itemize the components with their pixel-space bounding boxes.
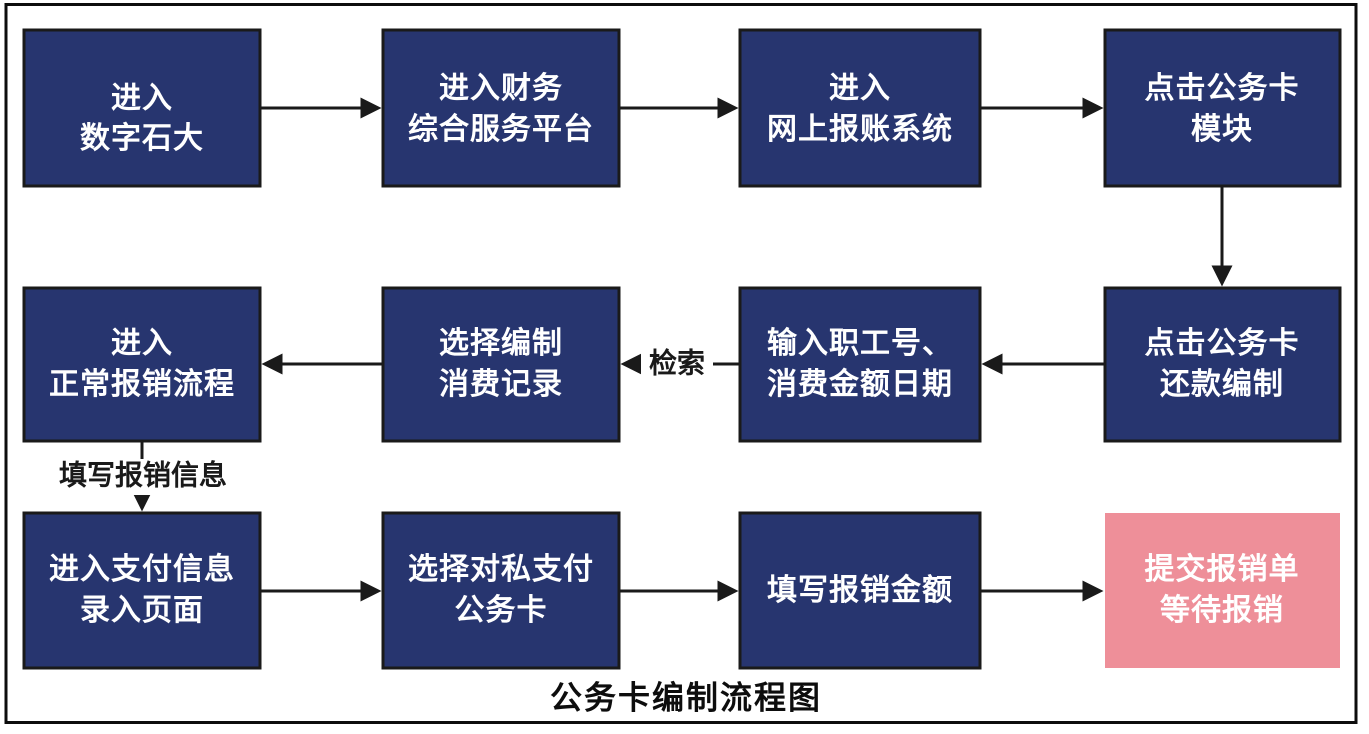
node-select-private-payment-official-card[interactable]: 选择对私支付 公务卡 [381,511,621,670]
node-line-2: 网上报账系统 [767,112,953,146]
node-line-2: 模块 [1191,113,1253,146]
node-line-2: 消费记录 [439,368,563,401]
node-line-1: 选择编制 [439,326,563,360]
node-click-official-card-module[interactable]: 点击公务卡 模块 [1103,28,1342,188]
node-line-2: 消费金额日期 [767,367,953,401]
node-line-1: 点击公务卡 [1145,72,1300,105]
node-line-1: 填写报销金额 [767,573,953,607]
node-enter-normal-reimbursement-flow[interactable]: 进入 正常报销流程 [22,286,262,443]
node-line-1: 进入 [111,327,173,360]
node-submit-reimbursement-form-awaiting[interactable]: 提交报销单 等待报销 [1105,513,1340,668]
diagram-title: 公务卡编制流程图 [550,679,822,715]
node-line-1: 输入职工号、 [767,327,953,360]
node-line-2: 等待报销 [1160,593,1284,627]
edge-label-fill-claim-info: 填写报销信息 [59,458,227,490]
node-fill-reimbursement-amount[interactable]: 填写报销金额 [738,511,982,670]
edge-label-backdrop-fill-claim-info [33,459,253,495]
node-line-2: 数字石大 [80,121,204,155]
node-line-1: 点击公务卡 [1145,327,1300,360]
edge-label-search: 检索 [649,346,705,378]
node-line-2: 还款编制 [1160,367,1284,401]
node-enter-digital-shida[interactable]: 进入 数字石大 [22,28,262,188]
diagram-outer-border [4,3,1358,724]
node-line-2: 公务卡 [455,594,548,627]
node-line-1: 提交报销单 [1145,552,1300,586]
node-line-2: 综合服务平台 [408,112,594,146]
node-input-employee-id-amount-date[interactable]: 输入职工号、 消费金额日期 [738,286,982,443]
node-line-1: 进入 [829,72,891,105]
node-line-2: 正常报销流程 [49,368,235,401]
node-enter-finance-platform[interactable]: 进入财务 综合服务平台 [381,28,621,188]
node-enter-payment-info-entry-page[interactable]: 进入支付信息 录入页面 [22,511,262,670]
node-line-1: 选择对私支付 [408,553,594,586]
node-line-1: 进入财务 [439,72,563,105]
node-enter-online-reimbursement-system[interactable]: 进入 网上报账系统 [738,28,982,188]
node-select-compiled-consumption-record[interactable]: 选择编制 消费记录 [381,286,621,443]
edge-label-backdrop-search [641,344,713,384]
node-line-1: 进入 [111,82,173,115]
node-line-2: 录入页面 [80,594,204,627]
node-click-official-card-repayment-compile[interactable]: 点击公务卡 还款编制 [1103,286,1342,443]
node-line-1: 进入支付信息 [49,552,235,586]
